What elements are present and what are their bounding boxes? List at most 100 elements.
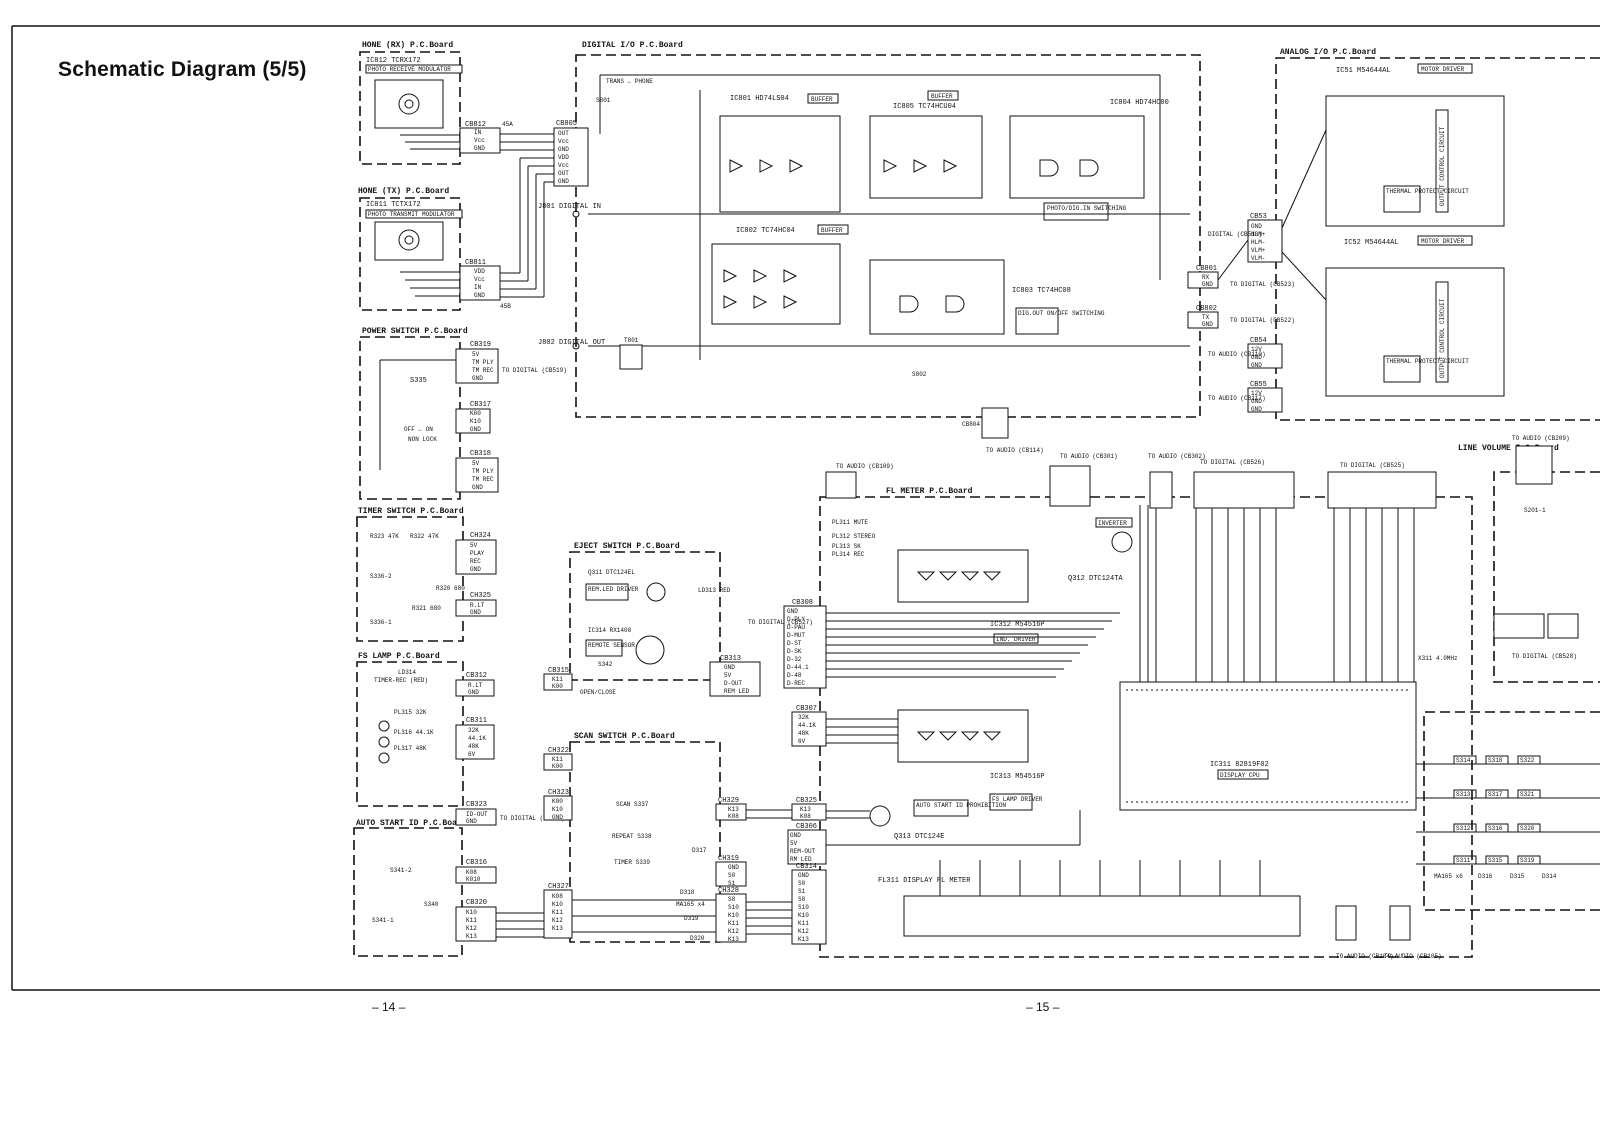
key-s313: S313 [1456, 791, 1471, 798]
phone-rx-ic-note: PHOTO RECEIVE MODULATOR [368, 66, 451, 73]
auto-start-id-prohibition: AUTO START ID PROHIBITION [916, 802, 1006, 809]
key-s320: S320 [1520, 825, 1535, 832]
cb54-pin-1: 12V [1251, 346, 1262, 353]
ic801-label: IC801 HD74LS04 [730, 95, 789, 103]
pl316-label: PL316 44.1K [394, 729, 434, 736]
cb311-pin-4: 6V [468, 751, 476, 758]
cb308-pin-4: D-MUT [787, 632, 805, 639]
s342-note: OPEN/CLOSE [580, 689, 616, 696]
cb812-pin-3: GND [474, 145, 485, 152]
cb307-pin-1: 32K [798, 714, 809, 721]
fs-lamp-board: FS LAMP P.C.Board LD314 TIMER-REC (RED) … [356, 652, 495, 807]
s802-label: S802 [912, 371, 927, 378]
cb314-pin-4: S8 [798, 896, 806, 903]
pl315-label: PL315 32K [394, 709, 427, 716]
ch324-pin-4: GND [470, 566, 481, 573]
q312-label: Q312 DTC124TA [1068, 575, 1123, 583]
ch327-pin-2: K10 [552, 901, 563, 908]
cb308-pin-3: D-PAU [787, 624, 805, 631]
cb802-to: TO DIGITAL (CB522) [1230, 317, 1295, 324]
cb308-pin-2: D-PLY [787, 616, 805, 623]
ref-to-audio-cb109: TO AUDIO (CB109) [836, 463, 894, 470]
t801-label: T801 [624, 337, 639, 344]
cb804-to: TO AUDIO (CB114) [986, 447, 1044, 454]
cb313-label: CB313 [720, 655, 741, 663]
s337-label: SCAN S337 [616, 801, 649, 808]
ld314-label: LD314 [398, 669, 416, 676]
diode-d314: D314 [1542, 873, 1557, 880]
cb54-to: TO AUDIO (CB110) [1208, 351, 1266, 358]
ch324-pin-1: 5V [470, 542, 478, 549]
cb804-label: CB804 [962, 421, 980, 428]
cb312-label: CB312 [466, 672, 487, 680]
ic804-label: IC804 HD74HC00 [1110, 99, 1169, 107]
line-volume-to: TO AUDIO (CB209) [1512, 435, 1570, 442]
s336-1-label: S336-1 [370, 619, 392, 626]
ic801-buffer: BUFFER [811, 96, 833, 103]
cb306-label: CB306 [796, 823, 817, 831]
cb319-pin-1: 5V [472, 351, 480, 358]
ic52-label: IC52 M54644AL [1344, 239, 1399, 247]
cb313-pin-3: D-OUT [724, 680, 742, 687]
cb307-pin-3: 48K [798, 730, 809, 737]
cb314-pin-9: K13 [798, 936, 809, 943]
cb801-pin-1: RX [1202, 274, 1210, 281]
ch328-pin-3: K10 [728, 912, 739, 919]
cb805-pin-1: OUT [558, 130, 569, 137]
fl-meter-board: FL METER P.C.Board IC312 M54516P IND. DR… [746, 487, 1473, 958]
fl311-label: FL311 DISPLAY FL METER [878, 877, 971, 885]
cb805-pin-7: GND [558, 178, 569, 185]
pl317-label: PL317 48K [394, 745, 427, 752]
cb802-label: CB802 [1196, 305, 1217, 313]
ref-to-audio-cb104: TO AUDIO (CB104) [1336, 953, 1394, 960]
ic313-note: FS LAMP DRIVER [992, 796, 1043, 803]
cb315-label: CB315 [548, 667, 569, 675]
r320-label: R320 680 [436, 585, 465, 592]
key-s312: S312 [1456, 825, 1471, 832]
cb802-pin-1: TX [1202, 314, 1210, 321]
ch327-label: CH327 [548, 883, 569, 891]
analog-io-board: ANALOG I/O P.C.Board IC51 M54644AL MOTOR… [1208, 48, 1600, 421]
timer-switch-board: TIMER SWITCH P.C.Board R323 47K R322 47K… [356, 507, 497, 642]
cb801-label: CB801 [1196, 265, 1217, 273]
cb319-to: TO DIGITAL (CB519) [502, 367, 567, 374]
page-title: Schematic Diagram (5/5) [58, 58, 307, 81]
cb55-to: TO AUDIO (CB117) [1208, 395, 1266, 402]
phone-rx-board: HONE (RX) P.C.Board IC812 TCRX172 PHOTO … [359, 41, 513, 165]
pl313-label: PL313 SK [832, 543, 861, 550]
cb308-pin-5: D-ST [787, 640, 802, 647]
cb314-pin-2: S0 [798, 880, 806, 887]
cb312-pin-1: R.LT [468, 682, 483, 689]
cb307-pin-2: 44.1K [798, 722, 816, 729]
cb318-pin-3: TM REC [472, 476, 494, 483]
cb323-label: CB323 [466, 801, 487, 809]
q311-label: Q311 DTC124EL [588, 569, 635, 576]
ic312-label: IC312 M54516P [990, 621, 1045, 629]
trans-phone-label: TRANS ← PHONE [606, 78, 653, 85]
cb313-pin-1: GND [724, 664, 735, 671]
cb319-pin-4: GND [472, 375, 483, 382]
ch324-label: CH324 [470, 532, 491, 540]
cb53-to: DIGITAL (CB513) [1208, 231, 1262, 238]
ic52-motor-driver: MOTOR DRIVER [1421, 238, 1465, 245]
q313-label: Q313 DTC124E [894, 833, 944, 841]
pl314-label: PL314 REC [832, 551, 865, 558]
diode-d316: D316 [1478, 873, 1493, 880]
cb320-pin-3: K12 [466, 925, 477, 932]
phone-rx-title: HONE (RX) P.C.Board [362, 41, 453, 50]
cb812-pin-1: IN [474, 129, 482, 136]
s340-label: S340 [424, 901, 439, 908]
key-s315: S315 [1488, 857, 1503, 864]
power-off-on: OFF ← ON [404, 426, 433, 433]
cb314-pin-6: K10 [798, 912, 809, 919]
cb315-pin-2: K00 [552, 683, 563, 690]
ch323-pin-1: K00 [552, 798, 563, 805]
ref-to-digital-cb526: TO DIGITAL (CB526) [1200, 459, 1265, 466]
cb306-pin-1: GND [790, 832, 801, 839]
pl311-label: PL311 MUTE [832, 519, 868, 526]
cb317-label: CB317 [470, 401, 491, 409]
ch324-pin-3: REC [470, 558, 481, 565]
cb313-pin-2: 5V [724, 672, 732, 679]
phone-rx-ref: 45A [502, 121, 513, 128]
cb317-pin-2: K10 [470, 418, 481, 425]
